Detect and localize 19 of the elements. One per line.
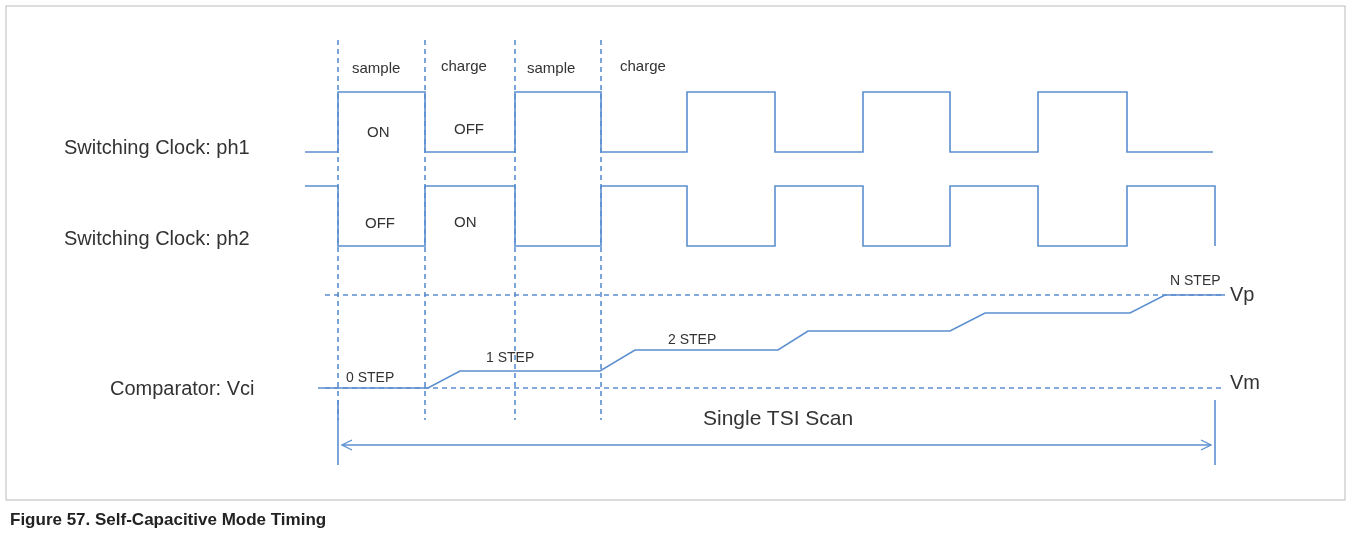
state-label: ON bbox=[454, 214, 477, 229]
step-label: 1 STEP bbox=[486, 350, 535, 364]
phase-label: charge bbox=[620, 58, 666, 73]
step-label: 2 STEP bbox=[668, 332, 717, 346]
scan-label: Single TSI Scan bbox=[703, 407, 854, 428]
signal-label: Switching Clock: ph1 bbox=[64, 137, 250, 157]
phase-label: sample bbox=[527, 60, 576, 75]
signal-label: Switching Clock: ph2 bbox=[64, 228, 250, 248]
step-label: N STEP bbox=[1170, 273, 1221, 287]
state-label: OFF bbox=[454, 121, 484, 136]
state-label: OFF bbox=[365, 215, 395, 230]
phase-label: sample bbox=[352, 60, 401, 75]
state-label: ON bbox=[367, 124, 390, 139]
voltage-label: Vm bbox=[1230, 372, 1260, 392]
signal-label: Comparator: Vci bbox=[110, 378, 255, 398]
figure-caption: Figure 57. Self-Capacitive Mode Timing bbox=[10, 511, 327, 528]
voltage-label: Vp bbox=[1230, 284, 1255, 304]
phase-label: charge bbox=[441, 58, 487, 73]
step-label: 0 STEP bbox=[346, 370, 395, 384]
